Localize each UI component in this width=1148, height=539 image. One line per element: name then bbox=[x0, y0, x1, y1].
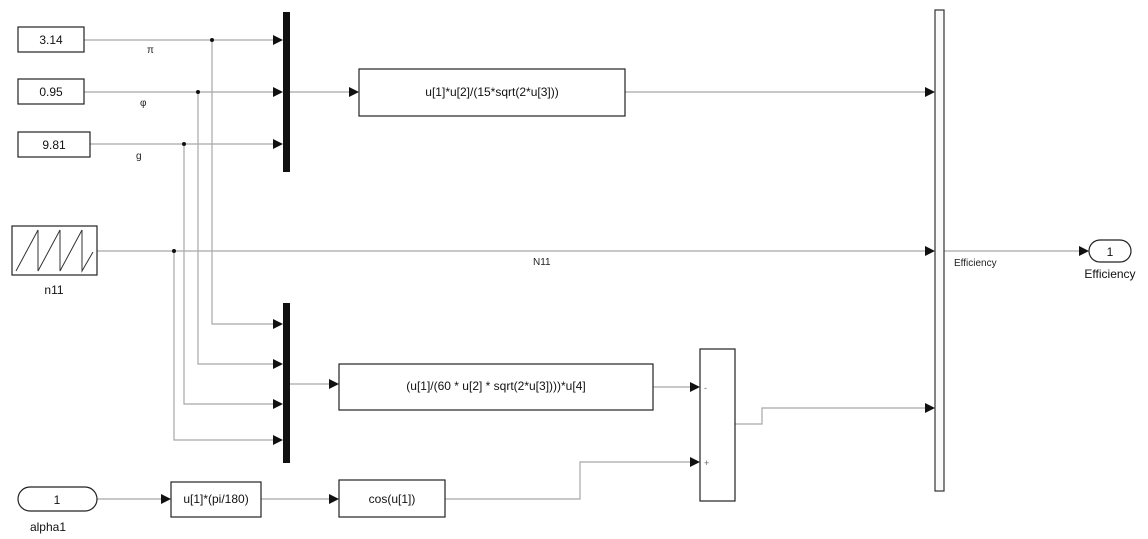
outport-name: Efficiency bbox=[1084, 267, 1135, 281]
fcn-mid-expression: (u[1]/(60 * u[2] * sqrt(2*u[3])))*u[4] bbox=[406, 379, 585, 393]
sum-sign-minus: - bbox=[704, 383, 707, 393]
source-label: n11 bbox=[44, 283, 63, 297]
output-mux-block[interactable]: Efficiency bbox=[934, 9, 997, 492]
fcn-top-expression: u[1]*u[2]/(15*sqrt(2*u[3])) bbox=[425, 85, 558, 99]
mux-top[interactable] bbox=[283, 12, 290, 172]
signal-label-n11: N11 bbox=[533, 257, 551, 268]
sawtooth-icon bbox=[15, 229, 94, 273]
constant-block-pi[interactable]: 3.14 bbox=[17, 26, 85, 53]
fcn-block-mid[interactable]: (u[1]/(60 * u[2] * sqrt(2*u[3])))*u[4] bbox=[338, 363, 654, 411]
inport-alpha1[interactable]: 1 alpha1 bbox=[17, 486, 98, 534]
constant-block-g[interactable]: 9.81 bbox=[17, 131, 91, 158]
constant-value-pi: 3.14 bbox=[39, 33, 63, 47]
fcn-block-deg[interactable]: u[1]*(pi/180) bbox=[170, 481, 262, 518]
branch-points bbox=[172, 38, 214, 253]
sawtooth-source-block[interactable]: n11 bbox=[11, 225, 98, 297]
signal-lines bbox=[84, 39, 1082, 500]
inport-name: alpha1 bbox=[30, 520, 66, 534]
constant-value-g: 9.81 bbox=[42, 138, 66, 152]
outport-efficiency[interactable]: 1 Efficiency bbox=[1084, 239, 1136, 281]
constant-value-phi: 0.95 bbox=[39, 85, 63, 99]
constant-block-phi[interactable]: 0.95 bbox=[17, 78, 85, 105]
sum-block[interactable]: - + bbox=[699, 348, 736, 502]
fcn-deg-expression: u[1]*(pi/180) bbox=[183, 492, 248, 506]
signal-label-phi: φ bbox=[140, 98, 147, 109]
mux-bottom[interactable] bbox=[283, 303, 290, 463]
fcn-block-cos[interactable]: cos(u[1]) bbox=[338, 479, 446, 518]
inport-number: 1 bbox=[54, 493, 61, 507]
outport-number: 1 bbox=[1107, 245, 1114, 259]
arrowheads bbox=[161, 35, 1089, 504]
fcn-block-top[interactable]: u[1]*u[2]/(15*sqrt(2*u[3])) bbox=[358, 68, 626, 117]
output-mux-label: Efficiency bbox=[954, 258, 997, 269]
sum-sign-plus: + bbox=[704, 458, 709, 468]
signal-label-g: g bbox=[136, 151, 142, 162]
signal-label-pi: π bbox=[147, 45, 154, 56]
fcn-cos-expression: cos(u[1]) bbox=[369, 492, 416, 506]
